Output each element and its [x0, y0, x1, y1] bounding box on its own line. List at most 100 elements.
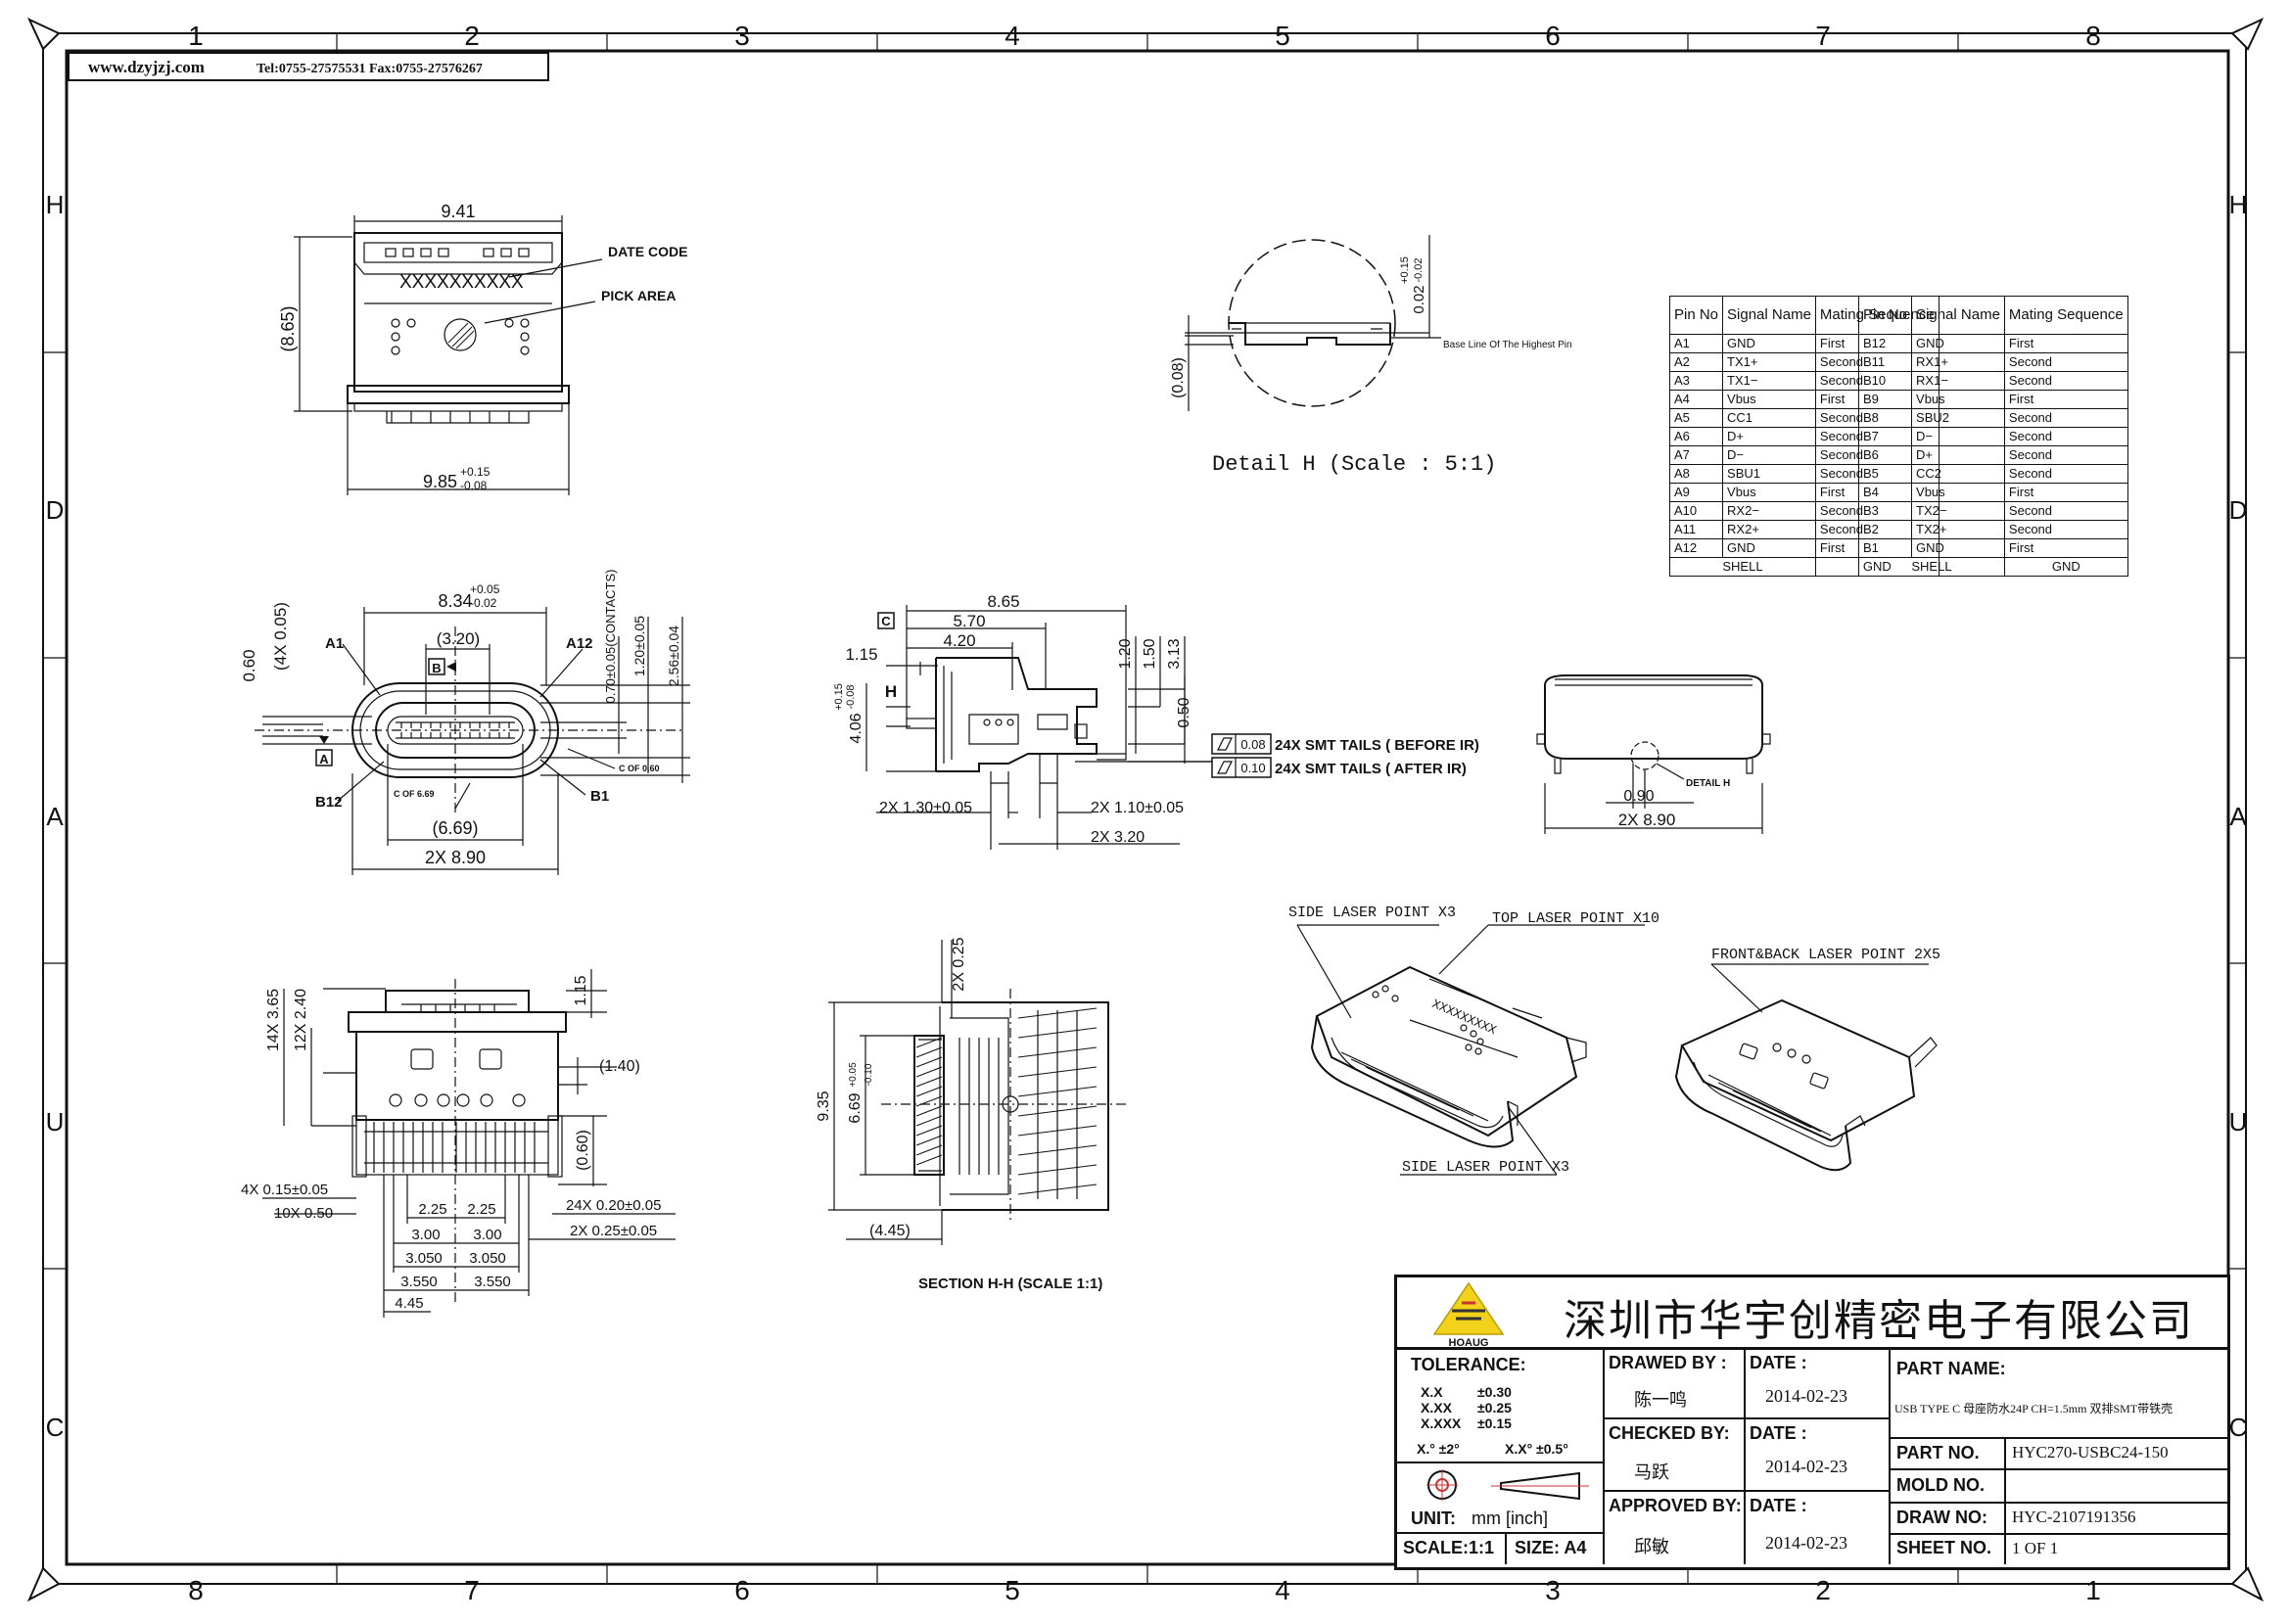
dim-end-890: 2X 8.90 [1618, 811, 1676, 829]
front-tol-minus: -0.02 [470, 596, 497, 610]
date-value-3: 2014-02-23 [1765, 1533, 1847, 1553]
unit-value: mm [inch] [1472, 1508, 1549, 1528]
checked-by-label: CHECKED BY: [1609, 1423, 1730, 1443]
company-name: 深圳市华宇创精密电子有限公司 [1564, 1296, 2194, 1346]
website-text: www.dzyjzj.com [88, 58, 205, 76]
dim-fp-300a: 3.00 [411, 1227, 440, 1243]
dim-front-070: 0.70±0.05(CONTACTS) [603, 570, 618, 704]
flatness-value-1: 0.08 [1240, 737, 1265, 752]
dim-top-height: (8.65) [278, 305, 298, 351]
mating-sequence-cell: First [2003, 390, 2128, 409]
note-side-laser-1: SIDE LASER POINT X3 [1288, 905, 1456, 921]
sheet-no-value: 1 OF 1 [2012, 1539, 2059, 1557]
shell-signal-cell: GND [2003, 557, 2128, 577]
zone-number-bottom: 8 [188, 1575, 204, 1605]
zone-number-top: 7 [1815, 21, 1831, 51]
dim-fp-3550b: 3.550 [474, 1274, 511, 1290]
dim-front-890: 2X 8.90 [425, 848, 486, 867]
datum-b: B [432, 661, 441, 675]
signal-name-cell: GND [1722, 334, 1816, 353]
draw-no-value: HYC-2107191356 [2012, 1508, 2136, 1526]
dim-end-090: 0.90 [1623, 788, 1654, 805]
signal-name-cell: TX1+ [1722, 352, 1816, 372]
dim-fp-115: 1.15 [573, 975, 589, 1005]
signal-name-cell: D− [1722, 445, 1816, 465]
title-block: HOAUG 深圳市华宇创精密电子有限公司 TOLERANCE: X.X ±0.3… [1394, 1275, 2230, 1570]
signal-name-cell: D+ [1911, 445, 2005, 465]
footprint-view [262, 969, 676, 1318]
dim-front-120: 1.20±0.05 [631, 616, 647, 676]
angle-tol-2: X.X° ±0.5° [1505, 1441, 1568, 1457]
iso-view-left [1296, 924, 1645, 1176]
zone-number-top: 4 [1005, 21, 1020, 51]
dim-front-inner: (3.20) [437, 629, 480, 648]
pin-number-cell: A7 [1668, 445, 1724, 465]
dim-side-406-minus: -0.08 [845, 684, 857, 709]
zone-number-bottom: 5 [1005, 1575, 1020, 1605]
col-header-signal: Signal Name [1722, 296, 1816, 335]
mating-sequence-cell: First [2003, 334, 2128, 353]
dim-fp-225b: 2.25 [467, 1201, 495, 1218]
dim-fp-225a: 2.25 [418, 1201, 446, 1218]
top-view [294, 215, 603, 495]
header-box [68, 52, 549, 81]
part-no-label-cell: PART NO. [1889, 1437, 2006, 1470]
flatness-value-2: 0.10 [1240, 761, 1265, 775]
zone-letter-left: C [46, 1413, 65, 1442]
dim-sec-669-plus: +0.05 [848, 1062, 859, 1088]
angle-tol-1: X.° ±2° [1417, 1441, 1460, 1457]
dim-top-width: 9.41 [441, 202, 475, 221]
detail-h-title: Detail H (Scale : 5:1) [1212, 452, 1496, 477]
dim-side-050: 0.50 [1176, 697, 1192, 727]
zone-letter-left: A [46, 802, 64, 831]
note-side-laser-2: SIDE LASER POINT X3 [1402, 1159, 1569, 1176]
approved-by-label: APPROVED BY: [1609, 1496, 1742, 1515]
note-front-back-laser: FRONT&BACK LASER POINT 2X5 [1711, 947, 1940, 963]
pin-number-cell: A2 [1668, 352, 1724, 372]
date-cell-2: DATE : 2014-02-23 [1744, 1417, 1891, 1492]
col-header-pin: Pin No [1857, 296, 1913, 335]
label-a12: A12 [566, 635, 593, 652]
tol-plus: +0.15 [460, 465, 491, 479]
date-label: DATE : [1750, 1423, 1807, 1443]
zone-letter-right: U [2229, 1107, 2248, 1137]
scale-label: SCALE:1:1 [1403, 1538, 1495, 1557]
dim-front-256: 2.56±0.04 [666, 626, 681, 686]
mating-sequence-cell: Second [2003, 445, 2128, 465]
detail-tol-plus: +0.15 [1399, 256, 1411, 284]
signal-name-cell: Vbus [1911, 483, 2005, 502]
dim-fp-3050a: 3.050 [405, 1250, 443, 1267]
label-b12: B12 [315, 794, 343, 811]
contact-text: Tel:0755-27575531 Fax:0755-27576267 [257, 62, 483, 76]
baseline-note: Base Line Of The Highest Pin [1443, 340, 1572, 350]
zone-number-top: 8 [2085, 21, 2101, 51]
dim-front-060: 0.60 [240, 649, 258, 681]
front-tol-plus: +0.05 [470, 582, 500, 596]
pin-number-cell: B2 [1857, 520, 1913, 539]
part-no-value-cell: HYC270-USBC24-150 [2004, 1437, 2227, 1470]
dim-fp-300b: 3.00 [473, 1227, 501, 1243]
sheet-no-label: SHEET NO. [1896, 1538, 1992, 1557]
date-label: DATE : [1750, 1353, 1807, 1372]
tolerance-cell: TOLERANCE: X.X ±0.30 X.XX ±0.25 X.XXX ±0… [1397, 1347, 1605, 1463]
sheet-no-value-cell: 1 OF 1 [2004, 1533, 2227, 1564]
pin-number-cell: B3 [1857, 501, 1913, 521]
date-code-label: DATE CODE [608, 244, 687, 259]
zone-ticks [43, 33, 2246, 1584]
signal-name-cell: GND [1911, 334, 2005, 353]
zone-letter-left: D [46, 495, 65, 525]
pin-number-cell: A1 [1668, 334, 1724, 353]
dim-side-406-plus: +0.15 [833, 683, 845, 711]
signal-name-cell: CC1 [1722, 408, 1816, 428]
dim-sec-025: 2X 0.25 [951, 937, 967, 991]
tol-key: X.XX [1421, 1400, 1452, 1415]
zone-number-top: 5 [1275, 21, 1290, 51]
signal-name-cell: RX2− [1722, 501, 1816, 521]
tol-value: ±0.30 [1477, 1384, 1512, 1400]
